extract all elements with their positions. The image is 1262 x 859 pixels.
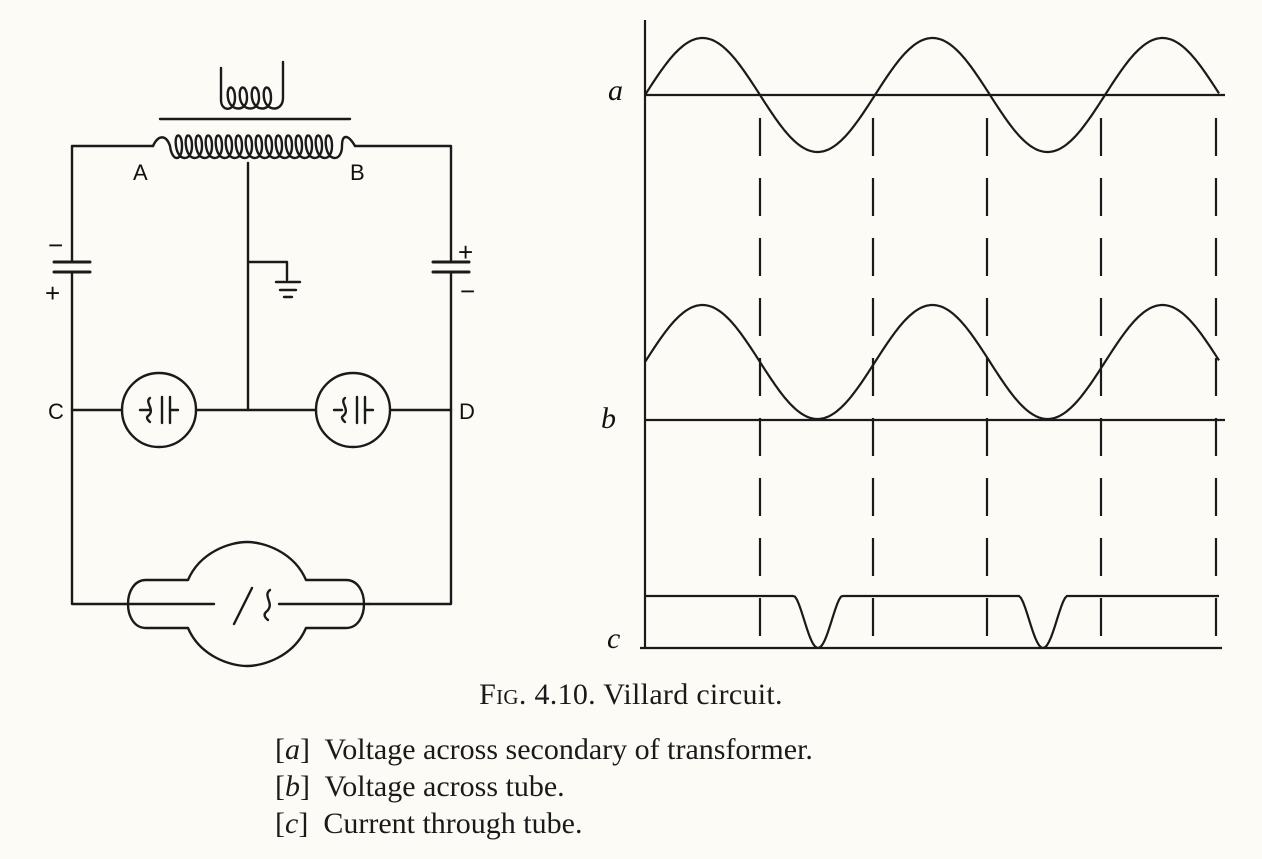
left-cap-bottom-sign: + [45,278,60,308]
x-ray-tube [122,540,371,668]
valve-left [120,371,198,449]
fig-caption-text: 4.10. Villard circuit. [526,678,783,711]
caption-text-c: Current through tube. [323,807,583,840]
fig-word: Fig. [479,678,527,711]
secondary-coil [151,134,357,160]
wire-right-top [353,144,453,264]
node-label-b: B [350,160,365,185]
waveform-c-curve [645,594,1219,650]
caption-item-b: [b] Voltage across tube. [275,770,565,803]
right-cap-top-sign: + [458,237,473,267]
wire-left-bottom [70,408,126,606]
wire-right-bottom [367,408,453,606]
waveform-panel [640,20,1225,650]
waveform-label-a: a [608,74,623,107]
caption-key-a: a [285,733,300,766]
circuit-diagram [52,60,471,668]
caption-legend: [a] Voltage across secondary of transfor… [275,731,813,842]
node-label-c: C [48,399,64,424]
wire-ground-branch [246,260,289,282]
villard-figure: A B C D − + + − a b c [45,20,1225,668]
capacitor-left [52,260,92,274]
node-label-a: A [133,160,148,185]
timing-dashed-lines [758,118,1218,648]
waveform-a-curve [644,36,1220,154]
caption-key-c: c [285,807,299,840]
figure-caption-title: Fig. 4.10. Villard circuit. [0,678,1262,712]
right-cap-bottom-sign: − [460,276,475,306]
ground-symbol [274,280,302,299]
caption-item-c: [c] Current through tube. [275,807,583,840]
waveform-b-curve [644,303,1220,421]
caption-text-a: Voltage across secondary of transformer. [324,733,813,766]
primary-coil [219,60,285,110]
valve-right [314,371,392,449]
waveform-label-b: b [601,402,616,435]
caption-text-b: Voltage across tube. [324,770,565,803]
caption-key-b: b [285,770,300,803]
wire-left-top [70,144,155,264]
caption-item-a: [a] Voltage across secondary of transfor… [275,733,813,766]
left-cap-top-sign: − [48,230,63,260]
waveform-label-c: c [607,622,620,655]
node-label-d: D [459,399,475,424]
